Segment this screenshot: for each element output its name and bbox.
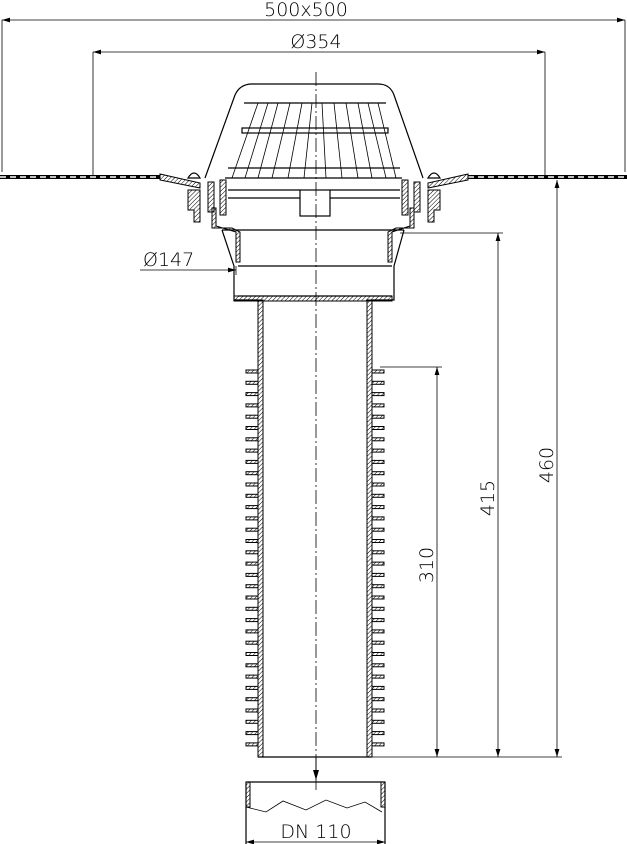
pipe-rib xyxy=(245,459,259,464)
pipe-rib xyxy=(245,674,259,679)
pipe-rib xyxy=(371,685,385,690)
pipe-rib xyxy=(371,505,385,510)
pipe-rib xyxy=(371,380,385,385)
svg-text:310: 310 xyxy=(416,547,438,583)
pipe-rib xyxy=(245,403,259,408)
pipe-rib xyxy=(371,572,385,577)
pipe-rib xyxy=(245,652,259,656)
pipe-rib xyxy=(245,527,259,532)
dim-500x500: 500x500 xyxy=(1,0,626,172)
pipe-rib xyxy=(245,663,259,668)
pipe-rib xyxy=(371,448,385,453)
pipe-rib xyxy=(371,731,385,736)
pipe-rib xyxy=(371,697,385,702)
pipe-rib xyxy=(371,584,385,589)
pipe-rib xyxy=(245,380,259,385)
pipe-rib xyxy=(371,369,385,374)
pipe-rib xyxy=(371,493,385,498)
pipe-rib xyxy=(245,516,259,521)
pipe-rib xyxy=(245,572,259,577)
pipe-rib xyxy=(245,685,259,690)
pipe-rib xyxy=(371,426,385,430)
pipe-rib xyxy=(245,742,259,747)
pipe-rib xyxy=(245,493,259,498)
pipe-rib xyxy=(371,652,385,656)
pipe-rib xyxy=(245,697,259,702)
dim-460: 460 xyxy=(372,180,562,758)
svg-text:500x500: 500x500 xyxy=(264,0,348,21)
pipe-rib xyxy=(371,471,385,476)
pipe-rib xyxy=(245,606,259,611)
drain-pipe xyxy=(245,299,385,758)
pipe-rib xyxy=(371,640,385,645)
pipe-rib xyxy=(245,561,259,566)
pipe-rib xyxy=(245,437,259,442)
svg-text:460: 460 xyxy=(536,447,558,483)
pipe-rib xyxy=(371,561,385,566)
pipe-rib xyxy=(371,629,385,634)
pipe-rib xyxy=(245,595,259,600)
pipe-rib xyxy=(245,392,259,397)
pipe-rib xyxy=(371,663,385,668)
gravel-guard-dome xyxy=(204,83,424,217)
pipe-rib xyxy=(371,437,385,442)
pipe-rib xyxy=(245,640,259,645)
pipe-rib xyxy=(245,505,259,510)
dim-147: Ø147 xyxy=(140,249,237,275)
dim-310: 310 xyxy=(380,366,442,757)
pipe-rib xyxy=(245,414,259,419)
pipe-rib xyxy=(371,539,385,543)
pipe-rib xyxy=(245,719,259,724)
pipe-rib xyxy=(371,482,385,487)
pipe-rib xyxy=(245,482,259,487)
svg-text:DN 110: DN 110 xyxy=(280,821,351,843)
pipe-rib xyxy=(371,527,385,532)
pipe-rib xyxy=(371,459,385,464)
pipe-rib xyxy=(245,550,259,555)
pipe-rib xyxy=(245,426,259,430)
pipe-rib xyxy=(371,618,385,623)
pipe-rib xyxy=(245,471,259,476)
svg-text:415: 415 xyxy=(477,480,499,516)
drain-body xyxy=(211,207,415,302)
svg-text:Ø147: Ø147 xyxy=(143,249,194,271)
pipe-rib xyxy=(245,584,259,589)
dim-415: 415 xyxy=(400,232,503,757)
dim-354: Ø354 xyxy=(92,31,546,176)
pipe-rib xyxy=(371,550,385,555)
pipe-rib xyxy=(371,719,385,724)
pipe-rib xyxy=(245,708,259,713)
pipe-rib xyxy=(371,674,385,679)
pipe-rib xyxy=(371,414,385,419)
svg-text:Ø354: Ø354 xyxy=(290,31,341,53)
pipe-rib xyxy=(245,629,259,634)
pipe-rib xyxy=(371,516,385,521)
pipe-rib xyxy=(371,403,385,408)
pipe-rib xyxy=(245,448,259,453)
clamp-ring xyxy=(186,172,442,223)
pipe-rib xyxy=(371,392,385,397)
pipe-rib xyxy=(245,731,259,736)
pipe-rib xyxy=(245,539,259,543)
roof-membrane xyxy=(0,173,627,189)
pipe-rib xyxy=(371,606,385,611)
pipe-rib xyxy=(371,742,385,747)
pipe-rib xyxy=(245,618,259,623)
pipe-rib xyxy=(245,369,259,374)
pipe-rib xyxy=(371,595,385,600)
pipe-rib xyxy=(371,708,385,713)
pipe-dn110: DN 110 xyxy=(245,781,386,844)
